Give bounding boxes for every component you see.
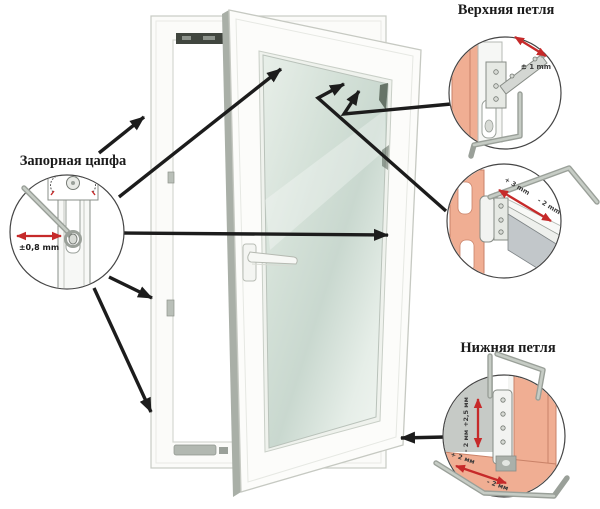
hinge-screws <box>500 397 506 445</box>
frame-keeper-plate <box>167 171 175 184</box>
callout-locking-pin: ±0,8 mm <box>9 174 125 290</box>
hinge-arm <box>499 54 548 95</box>
frame-profile-front <box>451 39 479 143</box>
cam-top-center <box>71 181 75 185</box>
glass-edge-dark <box>379 83 388 110</box>
top-hinge-adjust-arrow <box>514 36 547 57</box>
window-open-sash <box>222 9 422 497</box>
frame-profile-top-face <box>450 37 490 41</box>
top-hinge-detail <box>450 37 548 143</box>
hinge-barrel <box>479 195 495 243</box>
bottom-hinge-vminus-label: - 2 мм <box>462 430 470 452</box>
window-handle <box>242 243 298 282</box>
window-glass <box>262 54 389 449</box>
frame-top-hardware-tick <box>182 36 191 40</box>
callout-top-hinge: ± 1 mm <box>448 36 562 159</box>
stay-adjust-arrow <box>498 189 552 222</box>
arrow-to-frame-middle <box>108 275 153 300</box>
allen-key-highlight <box>472 92 522 147</box>
rotate-mark <box>50 190 55 196</box>
cam-pin-core <box>68 233 78 245</box>
handle-grip <box>247 251 298 265</box>
window-illustration <box>150 9 422 497</box>
allen-key-highlight <box>434 461 556 498</box>
bottom-hinge-title: Нижняя петля <box>460 340 556 356</box>
frame-bottom-hardware-small <box>219 447 228 454</box>
callout-scissor-stay: + 3 mm - 2 mm <box>446 163 600 279</box>
cam-pin <box>64 230 82 248</box>
bottom-hinge-horizontal-arrow <box>455 464 507 485</box>
allen-key-highlight <box>22 186 69 233</box>
handle-shadow <box>251 263 294 267</box>
arrow-to-upper-frame <box>97 115 146 155</box>
allen-key-highlight <box>488 166 599 204</box>
rotate-mark <box>91 190 96 196</box>
callout-bottom-hinge: +2,5 мм - 2 мм + 2 мм - 2 мм <box>433 351 570 499</box>
sash-edge-depth <box>222 10 241 497</box>
arrow-from-bottom-hinge-callout <box>400 431 446 444</box>
allen-key-highlight <box>495 352 545 400</box>
top-hinge-adjustment-label: ± 1 mm <box>521 63 551 71</box>
locking-pin-title: Запорная цапфа <box>20 153 127 169</box>
hinge-foot-hole <box>502 460 510 466</box>
arrow-to-frame-lower <box>92 287 153 413</box>
connector-arrows <box>92 67 452 444</box>
arrow-to-sash-right-edge <box>123 228 389 241</box>
profile-slot <box>457 181 473 215</box>
profile-slot <box>459 239 475 273</box>
frame-profile-right <box>513 375 557 467</box>
frame-bottom-hardware <box>173 444 217 456</box>
arrow-from-stay-callout <box>315 82 448 213</box>
sash-face-line <box>235 18 414 483</box>
slot-hole <box>484 119 494 133</box>
frame-top-hardware <box>176 33 229 44</box>
arrow-to-sash-top <box>117 67 283 199</box>
arrow-from-top-hinge-callout <box>340 90 452 117</box>
bottom-hinge-vplus-label: +2,5 мм <box>462 397 470 427</box>
frame-top-hardware-tick <box>203 36 215 40</box>
hinge-screws <box>493 69 499 102</box>
frame-striker-plate <box>166 299 175 317</box>
top-hinge-title: Верхняя петля <box>458 2 555 18</box>
glass-reflection <box>265 110 385 250</box>
hinge-arm-screws <box>509 56 538 79</box>
locking-pin-adjustment-label: ±0,8 mm <box>19 243 59 252</box>
